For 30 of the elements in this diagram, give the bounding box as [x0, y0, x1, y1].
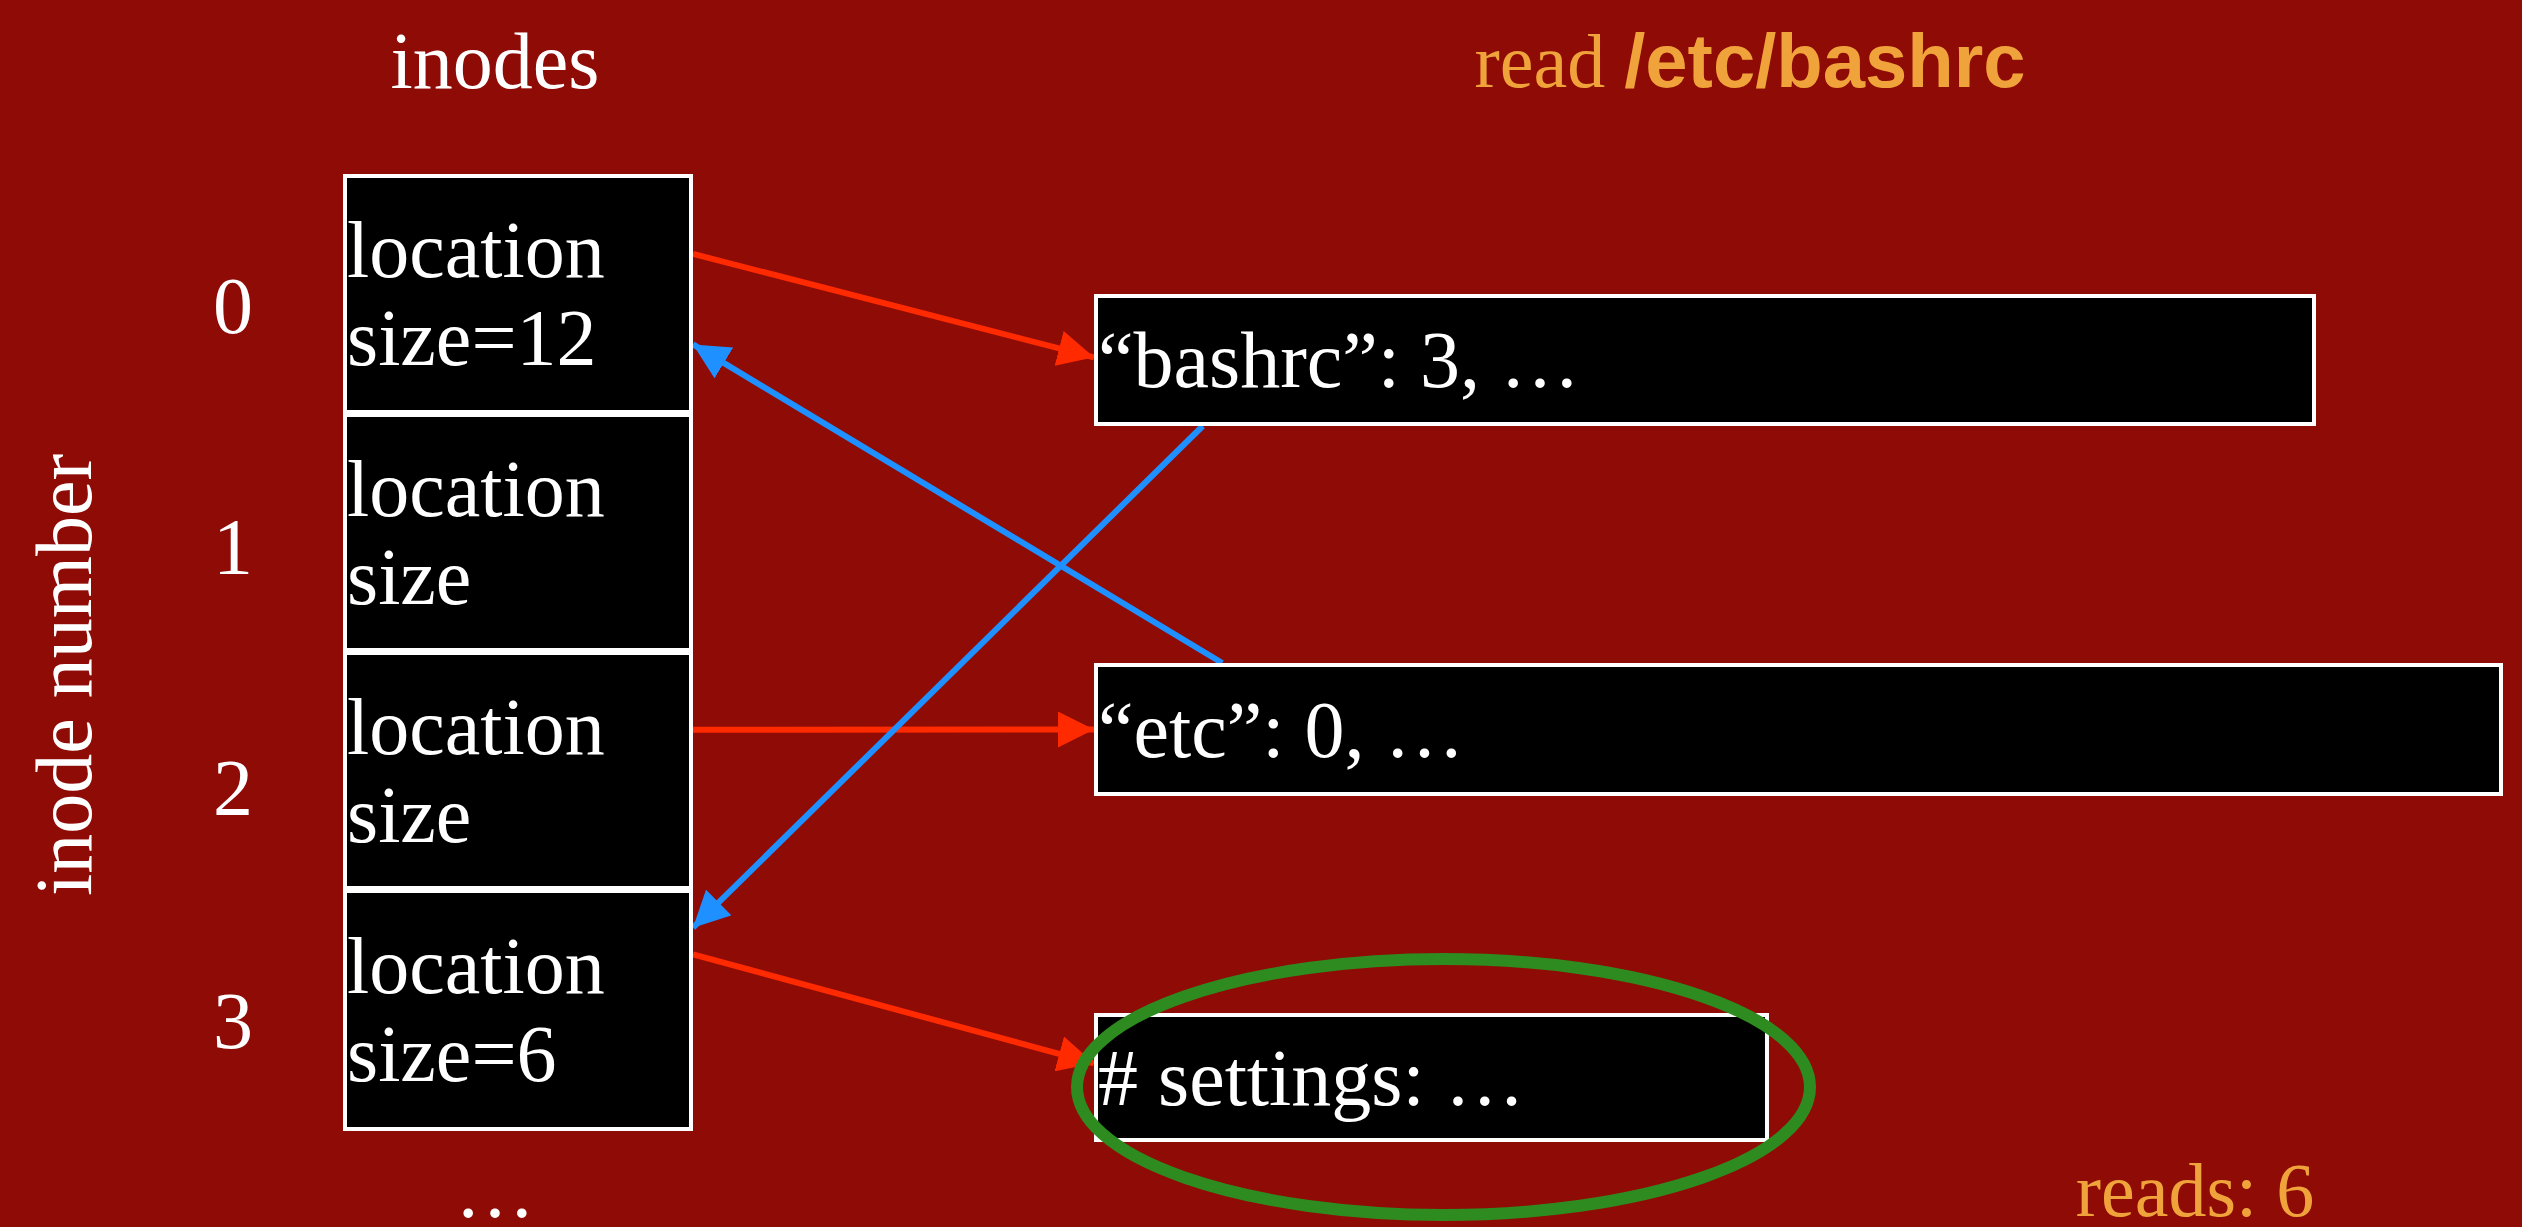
- row-number: 1: [213, 507, 253, 587]
- row-number: 2: [213, 748, 253, 828]
- data-block-box: [1094, 294, 2316, 426]
- data-block-text: # settings: …: [1098, 1033, 1525, 1122]
- inode-field-text: location: [347, 682, 605, 771]
- inode-box: [343, 174, 693, 414]
- ellipsis-text: …: [455, 1150, 535, 1227]
- data-block-box: [1094, 663, 2503, 796]
- row-number: 3: [213, 981, 253, 1061]
- data-block-text: “bashrc”: 3, …: [1098, 316, 1581, 404]
- arrow: [692, 951, 1095, 1072]
- column-heading: inodes: [390, 21, 600, 101]
- data-block-text: “etc”: 0, …: [1098, 685, 1465, 774]
- inode-field-text: size=12: [347, 294, 597, 382]
- highlight-ellipse: [1070, 952, 1817, 1222]
- axis-label: inode number: [24, 453, 104, 897]
- inode-box: [343, 651, 693, 890]
- counter-text: reads: 6: [2075, 1152, 2315, 1227]
- inode-field-text: location: [347, 206, 605, 294]
- title: read /etc/bashrc: [1474, 23, 2026, 99]
- row-number: 0: [213, 266, 253, 346]
- inode-field-text: size=6: [347, 1010, 557, 1098]
- inode-field-text: location: [347, 444, 605, 533]
- arrow: [693, 711, 1094, 748]
- arrow: [692, 251, 1095, 366]
- inode-box: [343, 889, 693, 1131]
- inode-field-text: location: [347, 922, 605, 1010]
- inode-field-text: size: [347, 770, 472, 859]
- inode-field-text: size: [347, 532, 472, 621]
- inode-box: [343, 413, 693, 652]
